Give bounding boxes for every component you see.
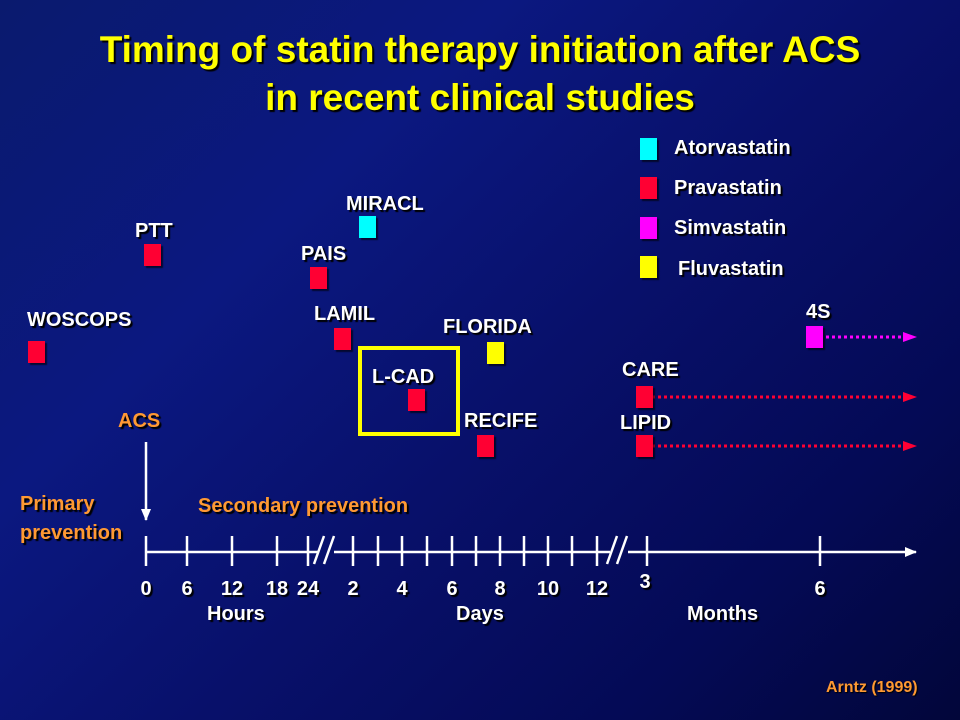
- study-marker-florida: [487, 342, 504, 364]
- study-label-lamil: LAMIL: [314, 303, 376, 325]
- tick-label-day-12: 12: [585, 578, 609, 600]
- study-marker-ptt: [144, 244, 161, 266]
- axis-break-days-months: [605, 535, 629, 565]
- axis-break-hours-days: [312, 535, 336, 565]
- slide-title-line-2: in recent clinical studies: [265, 77, 695, 118]
- tick-label-hour-12: 12: [220, 578, 244, 600]
- tick-label-hour-6: 6: [181, 578, 193, 600]
- study-marker-woscops: [28, 341, 45, 363]
- study-label-ptt: PTT: [135, 220, 173, 242]
- tick-label-month-3: 3: [639, 571, 651, 593]
- source-credit: Arntz (1999): [826, 679, 918, 696]
- study-label-pais: PAIS: [301, 243, 347, 265]
- study-marker-miracl: [359, 216, 376, 238]
- unit-label-months: Months: [687, 603, 759, 625]
- study-marker-lipid: [636, 435, 653, 457]
- tick-label-day-10: 10: [536, 578, 560, 600]
- legend-swatch-atorvastatin: [640, 138, 657, 160]
- tick-label-day-4: 4: [396, 578, 408, 600]
- study-marker-pais: [310, 267, 327, 289]
- unit-label-hours: Hours: [207, 603, 265, 625]
- legend-label-fluvastatin: Fluvastatin: [678, 258, 784, 280]
- tick-label-day-6: 6: [446, 578, 458, 600]
- unit-label-days: Days: [456, 603, 504, 625]
- study-label-miracl: MIRACL: [346, 193, 424, 215]
- study-label-recife: RECIFE: [464, 410, 538, 432]
- legend-label-pravastatin: Pravastatin: [674, 177, 782, 199]
- tick-label-hour-18: 18: [265, 578, 289, 600]
- secondary-prevention-label: Secondary prevention: [198, 495, 409, 517]
- legend-label-simvastatin: Simvastatin: [674, 217, 787, 239]
- legend-swatch-fluvastatin: [640, 256, 657, 278]
- study-marker-recife: [477, 435, 494, 457]
- tick-label-hour-0: 0: [140, 578, 152, 600]
- study-marker-lamil: [334, 328, 351, 350]
- study-label-4s: 4S: [806, 301, 831, 323]
- legend-swatch-pravastatin: [640, 177, 657, 199]
- tick-label-day-8: 8: [494, 578, 506, 600]
- tick-label-hour-24: 24: [296, 578, 320, 600]
- acs-label: ACS: [118, 410, 161, 432]
- legend-swatch-simvastatin: [640, 217, 657, 239]
- primary-prevention-label-line-2: prevention: [20, 522, 123, 544]
- primary-prevention-label-line-1: Primary: [20, 493, 95, 515]
- tick-label-month-6: 6: [814, 578, 826, 600]
- study-marker-4s: [806, 326, 823, 348]
- legend-label-atorvastatin: Atorvastatin: [674, 137, 791, 159]
- study-label-woscops: WOSCOPS: [27, 309, 132, 331]
- highlight-box-lcad: [358, 346, 460, 436]
- study-label-care: CARE: [622, 359, 679, 381]
- tick-label-day-2: 2: [347, 578, 359, 600]
- study-label-lcad: L-CAD: [372, 366, 435, 388]
- axis-ticks: [144, 536, 822, 566]
- study-marker-lcad: [408, 389, 425, 411]
- study-marker-care: [636, 386, 653, 408]
- slide-title-line-1: Timing of statin therapy initiation afte…: [99, 29, 861, 70]
- study-label-lipid: LIPID: [620, 412, 672, 434]
- study-label-florida: FLORIDA: [443, 316, 532, 338]
